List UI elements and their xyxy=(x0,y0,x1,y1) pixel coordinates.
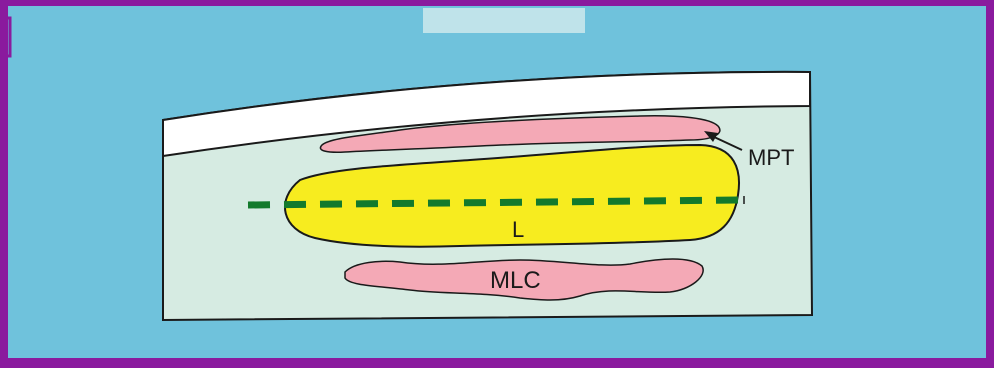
label-l: L xyxy=(512,217,524,242)
label-mpt: MPT xyxy=(748,145,794,170)
top-border-strip xyxy=(0,0,994,6)
bottom-border-strip xyxy=(0,358,994,368)
top-tab xyxy=(423,8,585,33)
right-border-strip xyxy=(986,0,994,368)
label-mlc: MLC xyxy=(490,267,541,294)
